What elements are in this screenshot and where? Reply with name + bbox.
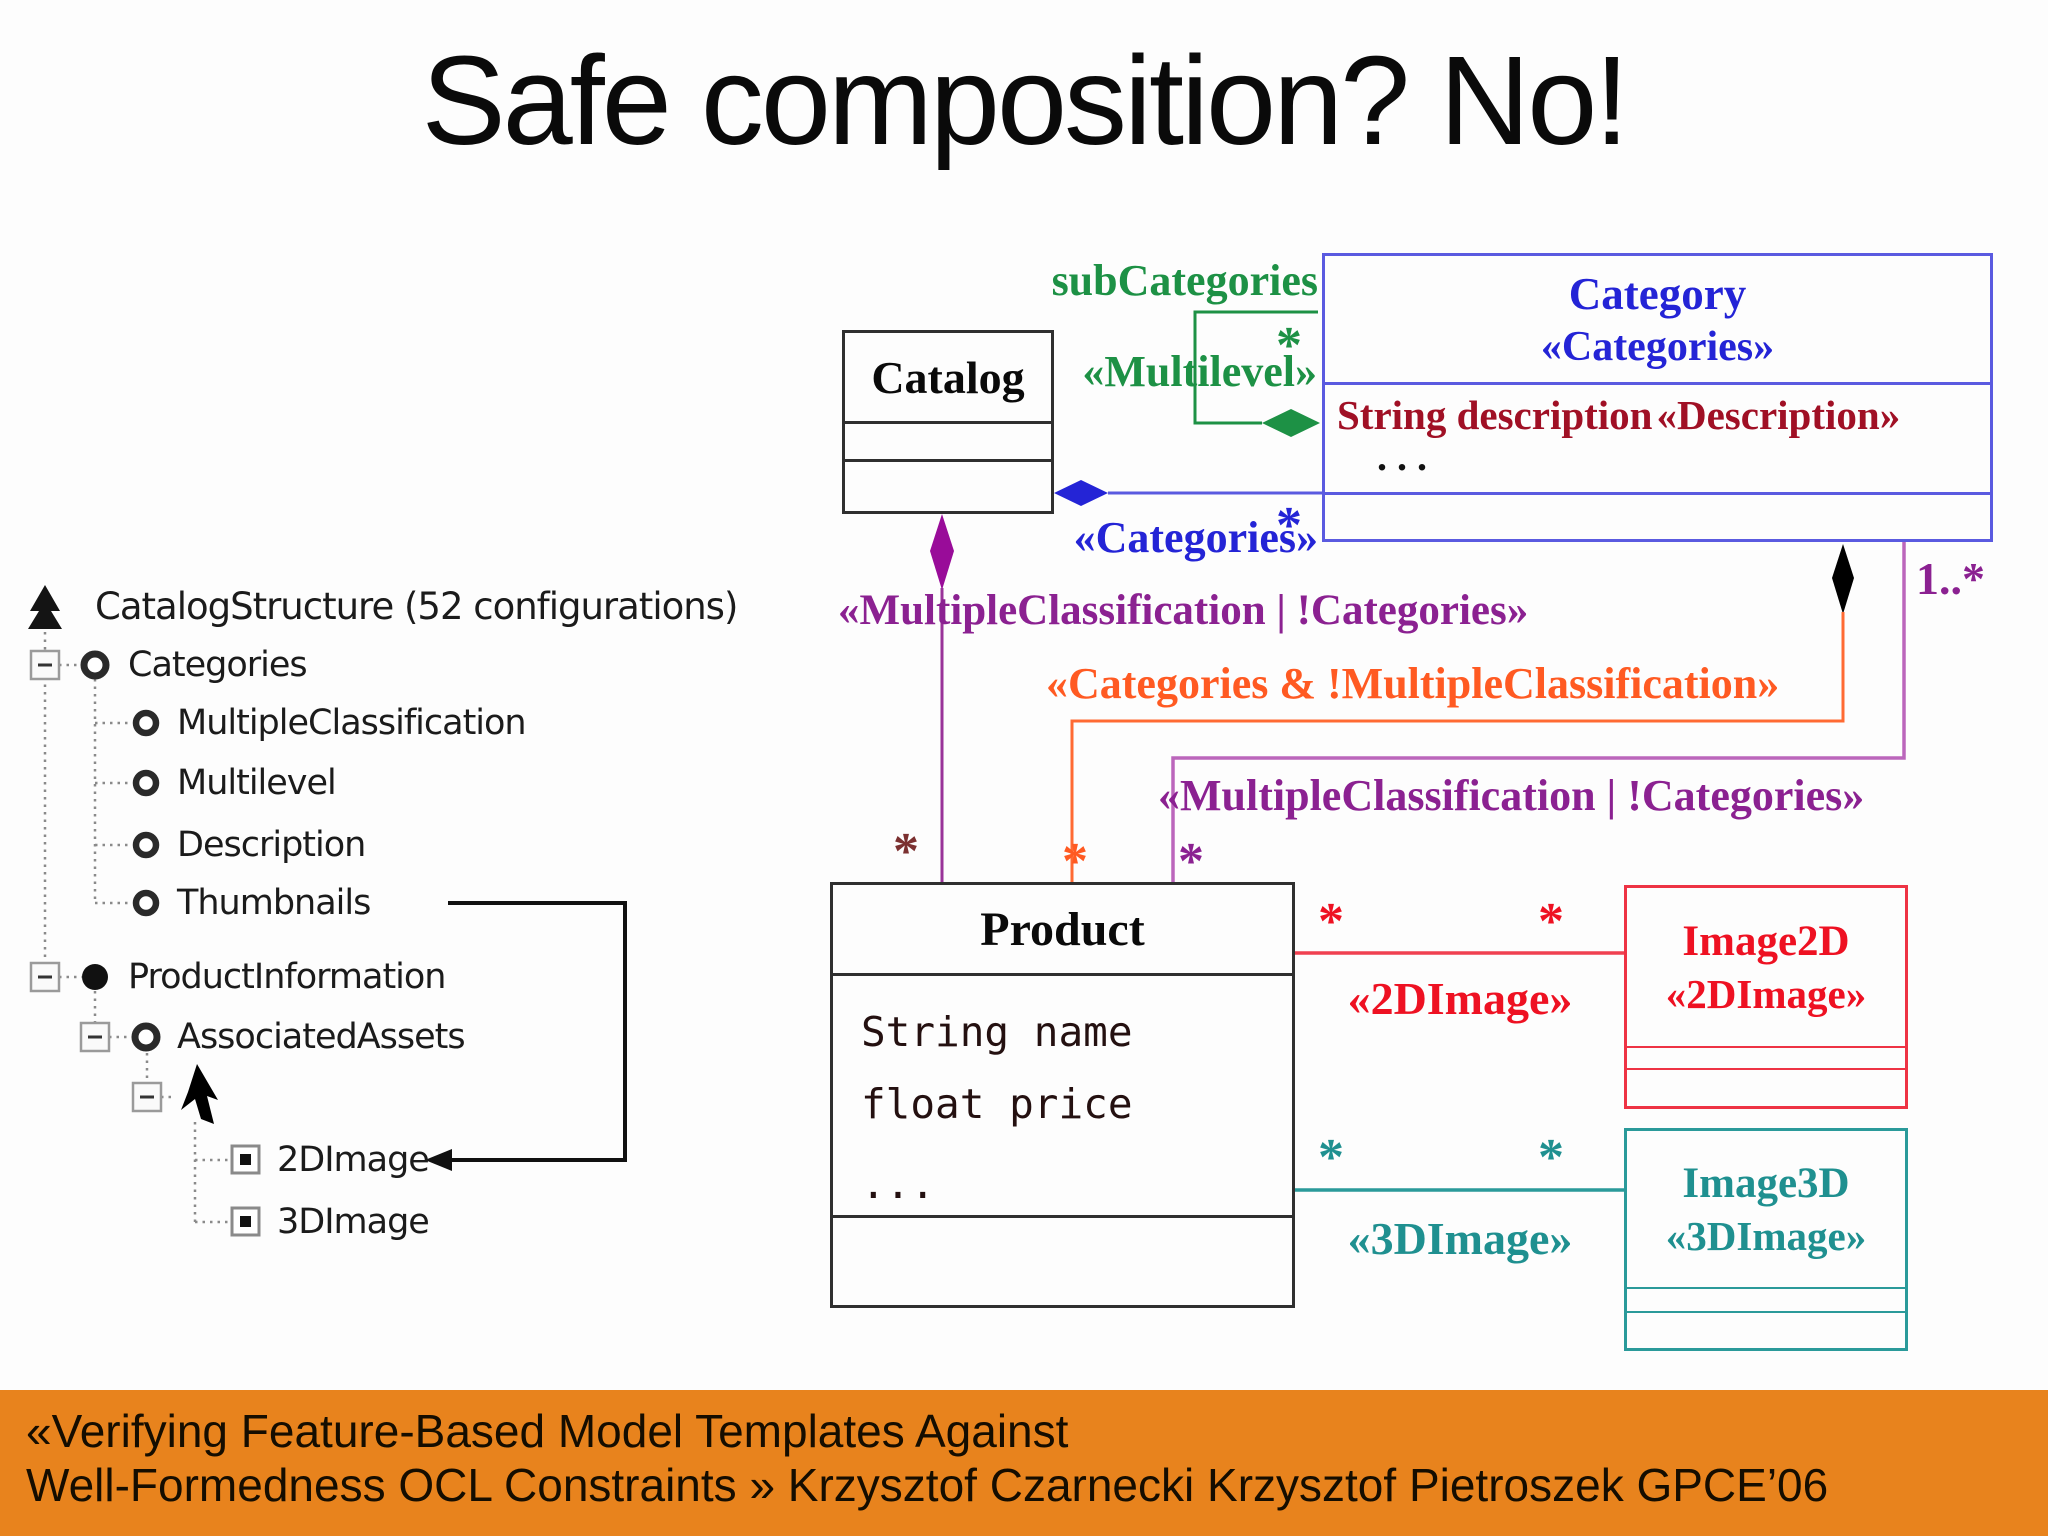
assoc-role-subcategories: subCategories [1051,256,1318,305]
composition-diamond-blue [1054,480,1108,506]
citation-line1: «Verifying Feature-Based Model Templates… [26,1405,1069,1457]
class-category-ellipsis: . . . [1377,434,1427,479]
class-product-operations-empty [833,1215,1292,1302]
tree-expand-boxes [29,649,163,1113]
mult-image3d-far-star: * [1538,1129,1564,1186]
assoc-catalog-product [930,514,954,882]
expand-box-productinformation [29,961,61,993]
feature-icon-categories [80,650,110,680]
composition-diamond-green [1262,409,1320,437]
class-image2d-stereotype: «2DImage» [1665,971,1867,1017]
tree-item-multilevel: Multilevel [177,763,337,803]
class-catalog-name: Catalog [871,351,1025,403]
feature-icon-associatedassets [131,1022,161,1052]
class-product-name: Product [980,902,1145,956]
class-image3d-stereotype: «3DImage» [1665,1213,1867,1259]
mult-one-to-many: 1..* [1916,553,1985,604]
class-category-attr-stereotype: «Description» [1656,392,1901,438]
expand-box-assetgroup [131,1081,163,1113]
tree-root-icon [28,585,62,629]
mult-orange-product-star: * [1062,833,1088,890]
composition-diamond-orange [1832,544,1854,614]
expand-box-categories [29,649,61,681]
tree-item-associatedassets: AssociatedAssets [177,1017,466,1057]
class-category-attr: String description [1337,392,1653,438]
class-category-name: Category [1568,269,1747,319]
class-category-stereotype: «Categories» [1540,324,1775,370]
class-catalog-attributes-empty [845,421,1051,459]
thumbnails-to-2dimage-line [425,901,627,1171]
assoc-label-cat-and-notmc: «Categories & !MultipleClassification» [1046,659,1780,708]
assoc-label-mc-or-notcat-2: «MultipleClassification | !Categories» [1158,771,1865,820]
class-image3d-attributes-empty [1627,1287,1905,1311]
assoc-category-product-orange [1070,544,1854,882]
tree-item-thumbnails: Thumbnails [177,883,371,923]
expand-box-associatedassets [79,1021,111,1053]
feature-icon-2dimage [230,1144,261,1175]
class-catalog: Catalog [842,330,1054,514]
class-image2d: Image2D «2DImage» [1624,885,1908,1109]
tree-item-productinformation: ProductInformation [128,957,446,997]
class-product-attr1: String name [861,1008,1133,1056]
assoc-subcategories [1193,310,1320,437]
feature-icon-productinformation [82,964,108,990]
class-category-operations-empty [1325,492,1990,536]
assoc-label-2dimage: «2DImage» [1347,973,1573,1024]
tree-item-multipleclassification: MultipleClassification [177,703,527,743]
class-image2d-operations-empty [1627,1068,1905,1104]
mult-purple-product-star: * [1178,833,1204,890]
assoc-label-3dimage: «3DImage» [1347,1213,1573,1264]
feature-icon-3dimage [230,1206,261,1237]
feature-group-arrow-icon [181,1064,218,1124]
assoc-label-mc-or-notcat-1: «MultipleClassification | !Categories» [838,587,1529,634]
citation-line2: Well-Formedness OCL Constraints » Krzysz… [26,1459,1829,1511]
class-image2d-name: Image2D [1682,918,1850,965]
assoc-label-categories: «Categories» [1073,513,1318,562]
citation-bar: «Verifying Feature-Based Model Templates… [0,1390,2048,1536]
assoc-label-multilevel: «Multilevel» [1082,347,1317,396]
tree-item-3dimage: 3DImage [277,1202,430,1242]
tree-connectors [43,632,228,1224]
class-catalog-operations-empty [845,459,1051,511]
class-image3d-operations-empty [1627,1311,1905,1345]
mult-catalog-product-star: * [893,823,919,880]
class-category: Category «Categories» String description… [1322,253,1993,542]
assoc-category-product-purple [1171,542,1906,882]
tree-root-label: CatalogStructure (52 configurations) [95,585,738,628]
page-title: Safe composition? No! [421,30,1630,171]
feature-icon-thumbnails [132,889,160,917]
class-image3d-name: Image3D [1682,1160,1850,1207]
mult-image2d-far-star: * [1538,893,1564,950]
feature-icon-multilevel [132,769,160,797]
mult-subcategories-star: * [1276,317,1302,374]
mult-image3d-near-star: * [1318,1129,1344,1186]
mult-image2d-near-star: * [1318,893,1344,950]
composition-diamond-purple [930,514,954,590]
class-image2d-attributes-empty [1627,1046,1905,1068]
tree-item-categories: Categories [128,645,308,685]
tree-item-2dimage: 2DImage [277,1140,430,1180]
feature-icon-multipleclassification [132,709,160,737]
feature-icon-description [132,831,160,859]
class-product-attr2: float price [861,1080,1133,1128]
class-product: Product String name float price ... [830,882,1295,1308]
tree-item-description: Description [177,825,366,865]
assoc-catalog-category [1054,480,1322,506]
class-image3d: Image3D «3DImage» [1624,1128,1908,1351]
class-product-ellipsis: ... [861,1160,936,1208]
mult-categories-star: * [1276,497,1302,554]
